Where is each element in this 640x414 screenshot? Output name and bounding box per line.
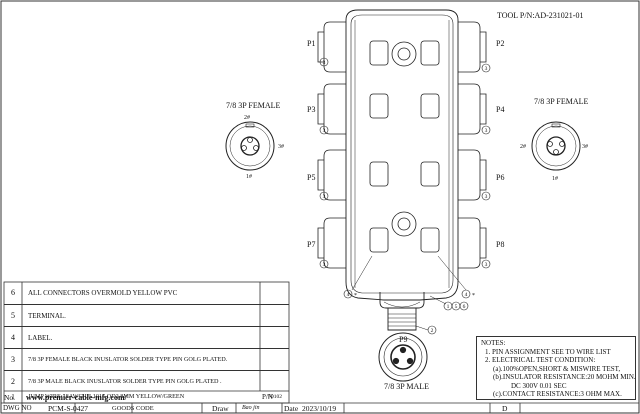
female-right-face	[531, 121, 581, 171]
dwg-no-label: DWG NO	[3, 404, 32, 412]
company-website: www.premier-cable-mfg.com/	[26, 393, 127, 402]
svg-text:3: 3	[323, 60, 326, 66]
svg-text:2: 2	[431, 328, 434, 334]
bom-item-code	[264, 349, 289, 371]
bom-item-code	[264, 327, 289, 349]
drawer-signature: Bao jin	[242, 405, 260, 411]
mounting-hole-top	[391, 41, 417, 67]
note-line: 2. ELECTRICAL TEST CONDITION:	[485, 356, 596, 364]
port-label-p7: P7	[307, 240, 315, 249]
bom-row-1: 1 JUMP WIRE:18AWG UL1015 OD2.8MM YELLOW/…	[4, 391, 289, 403]
bom-item-description: 7/8 3P MALE BLACK INUSLATOR SOLDER TYPE …	[28, 378, 222, 385]
sheet-size: D	[502, 404, 508, 413]
female-right-pin-3: 3#	[582, 144, 588, 150]
tool-part-number: TOOL P/N:AD-231021-01	[497, 11, 583, 20]
dwg-no-value: PCM-S-0427	[48, 404, 89, 413]
bom-row-5: 5 TERMINAL.	[4, 304, 289, 327]
callout-1-5-6: 1 5 6	[429, 295, 469, 311]
female-left-face	[225, 121, 275, 171]
female-left-pin-1: 1#	[246, 174, 252, 180]
female-right-pin-1: 1#	[552, 176, 558, 182]
notes-heading: NOTES:	[481, 339, 506, 347]
callout-3-markers	[319, 57, 491, 269]
svg-text:3: 3	[485, 66, 488, 72]
note-line: (a).100%OPEN,SHORT & MISWIRE TEST,	[493, 364, 621, 373]
bom-item-number: 4	[11, 333, 15, 342]
female-left-pin-3: 3#	[278, 144, 284, 150]
callout-4-left: 4 *	[343, 255, 373, 299]
bom-item-number: 2	[11, 377, 15, 386]
svg-text:1: 1	[447, 304, 450, 310]
callout-3-labels: 3 3 3 3 3 3 3 3	[323, 60, 488, 268]
svg-text:6: 6	[463, 304, 466, 310]
port-label-p6: P6	[496, 173, 504, 182]
male-face	[378, 332, 428, 382]
draw-label: Draw	[212, 404, 229, 413]
bom-item-description: TERMINAL.	[28, 312, 66, 320]
left-connectors	[317, 21, 346, 269]
bom-row-4: 4 LABEL.	[4, 326, 289, 349]
female-left-title: 7/8 3P FEMALE	[226, 101, 280, 110]
svg-text:3: 3	[323, 262, 326, 268]
mounting-hole-bottom	[391, 211, 417, 237]
goods-code-label: GOODS CODE	[112, 405, 154, 412]
bom-item-description: LABEL.	[28, 334, 53, 342]
bom-item-description: JUMP WIRE:18AWG UL1015 OD2.8MM YELLOW/GR…	[28, 393, 185, 400]
body-labels	[369, 40, 440, 253]
svg-text:3: 3	[485, 262, 488, 268]
svg-text:3: 3	[323, 194, 326, 200]
svg-text:*: *	[472, 293, 475, 299]
title-block-frame	[1, 402, 639, 413]
svg-text:4: 4	[465, 292, 468, 298]
bom-item-description: ALL CONNECTORS OVERMOLD YELLOW PVC	[28, 289, 178, 297]
female-left-pin-2: 2#	[244, 115, 250, 121]
bom-item-number: 6	[11, 288, 15, 297]
title-block-no-label: No.	[4, 393, 16, 402]
bom-row-6: 6 ALL CONNECTORS OVERMOLD YELLOW PVC	[4, 282, 289, 304]
svg-text:*: *	[354, 293, 357, 299]
bom-item-code	[264, 371, 289, 393]
callout-2: 2	[415, 325, 437, 335]
date-label: Date	[284, 404, 299, 413]
note-line: (c).CONTACT RESISTANCE:3 OHM MAX.	[493, 390, 622, 398]
port-label-p9: P9	[399, 335, 407, 344]
port-label-p8: P8	[496, 240, 504, 249]
bom-row-2: 2 7/8 3P MALE BLACK INUSLATOR SOLDER TYP…	[4, 370, 289, 393]
note-line: (b).INSULATOR RESISTANCE:20 MOHM MIN.	[493, 373, 636, 381]
date-value: 2023/10/19	[302, 404, 337, 413]
bom-frame	[3, 281, 290, 404]
svg-text:5: 5	[455, 304, 458, 310]
svg-text:3: 3	[323, 128, 326, 134]
note-line: DC 300V 0.01 SEC	[511, 381, 567, 390]
svg-text:4: 4	[347, 292, 350, 298]
bom-item-description: 7/8 3P FEMALE BLACK INUSLATOR SOLDER TYP…	[28, 356, 228, 363]
port-label-p5: P5	[307, 173, 315, 182]
female-right-title: 7/8 3P FEMALE	[534, 97, 588, 106]
female-right-pin-2: 2#	[520, 144, 526, 150]
bom-item-number: 1	[11, 393, 15, 401]
callout-4-right: 4 *	[437, 255, 475, 299]
svg-text:3: 3	[485, 194, 488, 200]
bom-row-3: 3 7/8 3P FEMALE BLACK INUSLATOR SOLDER T…	[4, 348, 289, 371]
notes-box: NOTES: 1. PIN ASSIGNMENT SEE TO WIRE LIS…	[476, 336, 636, 400]
port-label-p1: P1	[307, 39, 315, 48]
svg-text:3: 3	[485, 128, 488, 134]
bom-item-code: F0102	[267, 394, 283, 400]
port-label-p3: P3	[307, 105, 315, 114]
bom-item-code	[264, 305, 289, 327]
note-line: 1. PIN ASSIGNMENT SEE TO WIRE LIST	[485, 347, 611, 356]
male-title: 7/8 3P MALE	[384, 382, 429, 391]
right-connectors	[458, 21, 487, 269]
port-label-p4: P4	[496, 105, 504, 114]
bom-item-code	[264, 282, 289, 304]
bom-item-number: 5	[11, 311, 15, 320]
bom-header-pn: P/N	[262, 393, 273, 401]
hub-body	[345, 9, 459, 331]
bom-item-number: 3	[11, 355, 15, 364]
port-label-p2: P2	[496, 39, 504, 48]
